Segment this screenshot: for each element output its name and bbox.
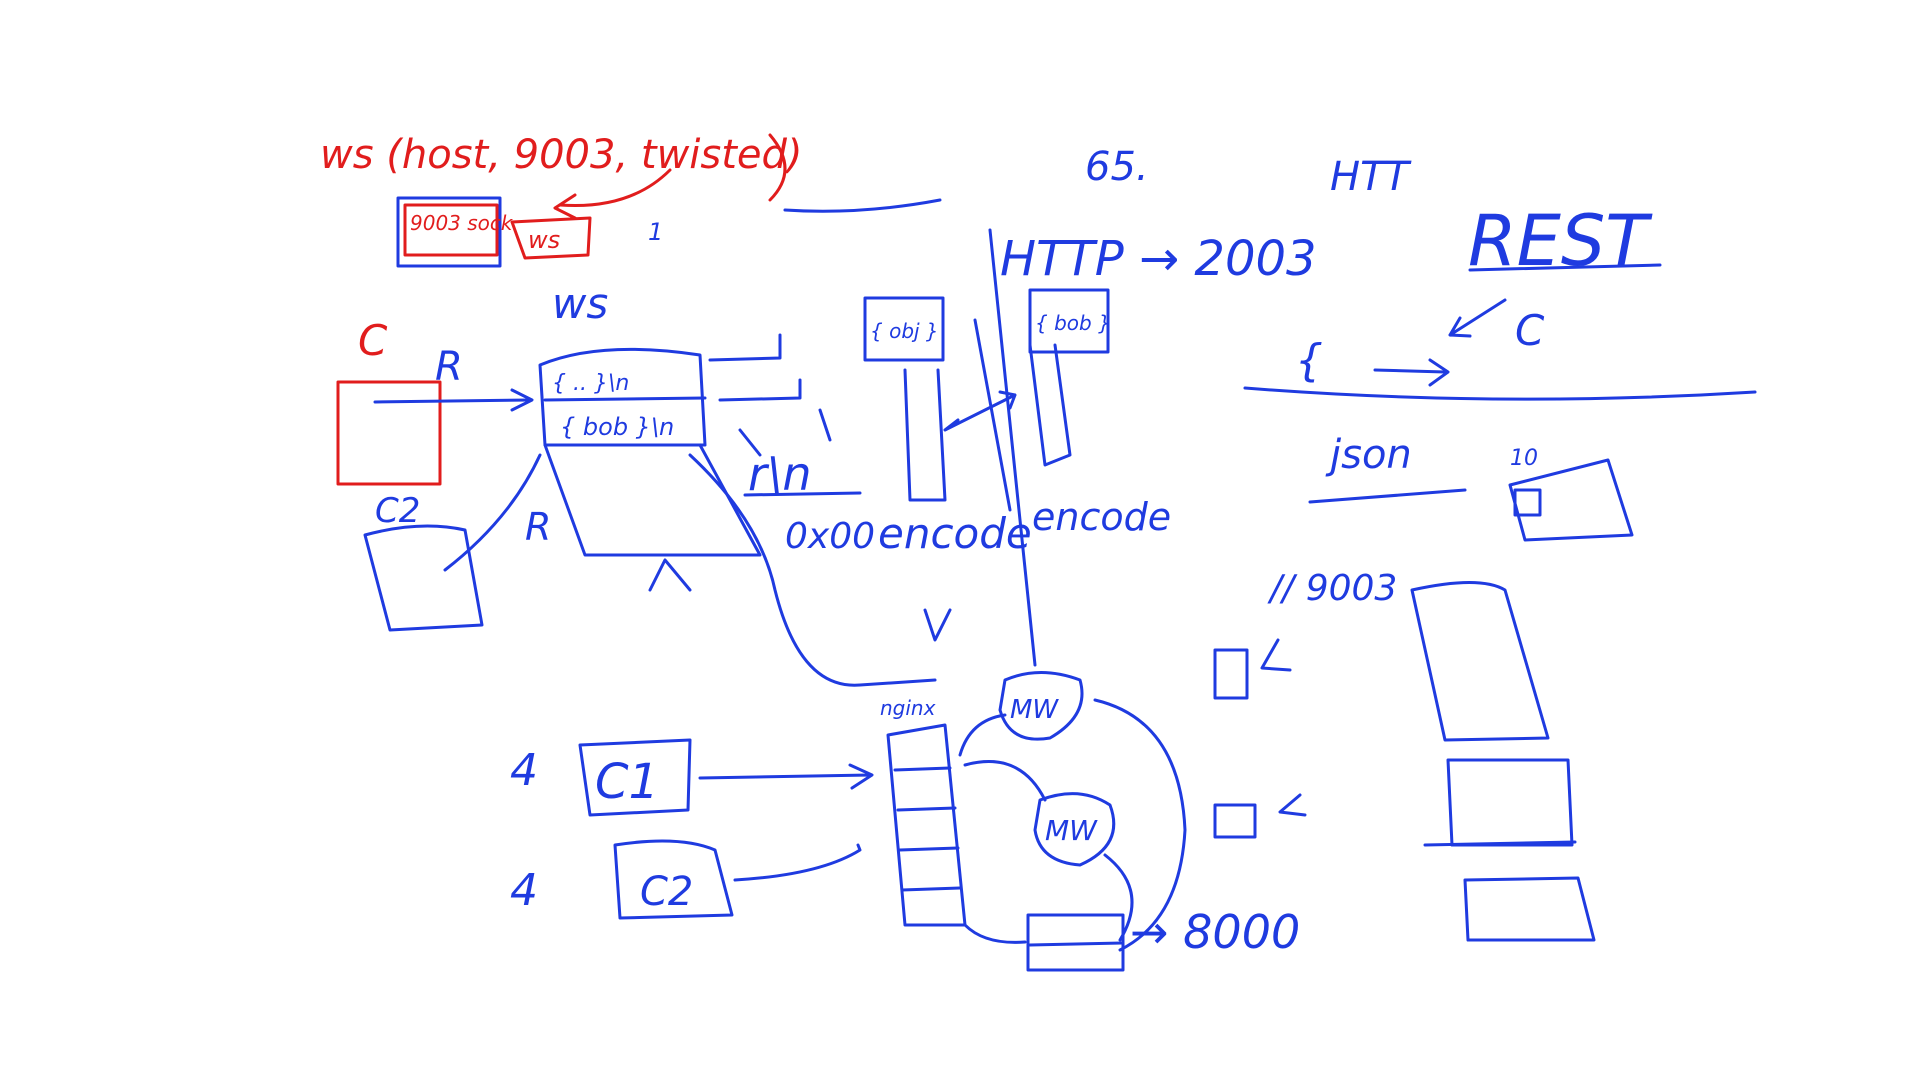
one-label: 1 xyxy=(648,218,663,246)
json-underline xyxy=(1308,488,1467,504)
ten-box xyxy=(1508,458,1634,542)
c2-left-box xyxy=(363,524,484,632)
nginx-to-mw-curves xyxy=(958,713,1047,802)
server-arrow-2 xyxy=(1278,793,1307,817)
c2-to-nginx-arrow xyxy=(733,843,862,882)
ten-box-icon xyxy=(1513,488,1542,517)
ws-call-close-paren xyxy=(768,133,787,202)
brace-arrow xyxy=(1373,358,1450,387)
client-to-frame-arrowhead xyxy=(510,388,534,412)
frame-body-line: { bob }\n xyxy=(560,413,674,441)
nginx-to-app-arrow xyxy=(963,923,1027,944)
c2-label: C2 xyxy=(640,869,693,915)
rn-underline xyxy=(743,491,862,497)
port-8000-label: → 8000 xyxy=(1130,905,1300,959)
htt-label: HTT xyxy=(1330,154,1413,200)
r-top-label: R xyxy=(435,344,463,390)
client-to-frame-arrow xyxy=(373,398,532,404)
mw-bubble-1 xyxy=(998,671,1084,741)
frame-header-line: { .. }\n xyxy=(552,371,629,396)
stack-middle-box xyxy=(1446,758,1574,847)
c1-label: C1 xyxy=(595,754,659,810)
http-line-label: HTTP → 2003 xyxy=(1000,231,1317,287)
client-red-box xyxy=(336,380,442,486)
c1-box xyxy=(578,738,692,817)
server-icon-1 xyxy=(1213,648,1249,700)
server-icon-2 xyxy=(1213,803,1257,839)
app-server-divider xyxy=(1028,941,1124,947)
bob-column xyxy=(1028,343,1072,467)
brace-label: { xyxy=(1295,335,1323,386)
rest-underline xyxy=(1468,263,1662,272)
encode-down-arrow xyxy=(923,608,952,642)
port-box-outline xyxy=(396,196,502,268)
four-b-label: 4 xyxy=(510,865,538,916)
stack-bottom-box xyxy=(1463,876,1596,942)
sixtyfive-label: 65. xyxy=(1085,144,1149,190)
frame-body xyxy=(543,443,762,557)
bob-box-label: { bob } xyxy=(1035,311,1111,335)
frame-arrow-2 xyxy=(718,378,802,402)
four-a-label: 4 xyxy=(510,745,538,796)
c2-box xyxy=(613,839,734,920)
obj-box xyxy=(863,296,945,362)
obj-box-label: { obj } xyxy=(870,319,939,343)
mw-label-2: MW xyxy=(1045,814,1098,847)
mw-bubble-2 xyxy=(1033,792,1116,867)
c-right-label: C xyxy=(1515,306,1545,355)
stack-top-box xyxy=(1410,581,1550,742)
divider-line-1 xyxy=(988,228,1037,667)
frame-up-arrow xyxy=(648,558,692,592)
ws-call-label: ws (host, 9003, twisted) xyxy=(320,132,803,178)
frame-arrow-3 xyxy=(738,408,832,457)
frame-row-divider xyxy=(543,396,707,402)
c2-left-label: C2 xyxy=(375,491,420,531)
bob-box xyxy=(1028,288,1110,354)
c1-to-nginx-arrow xyxy=(698,763,874,790)
json-label: json xyxy=(1325,432,1412,478)
mw-label-1: MW xyxy=(1010,695,1059,725)
server-arrow-1 xyxy=(1260,638,1292,672)
port-box-label: 9003 sock xyxy=(410,211,514,235)
encode-label-1: encode xyxy=(878,509,1032,558)
encode-label-2: encode xyxy=(1032,495,1171,539)
mw-return-curve xyxy=(1093,698,1187,952)
divider-line-2 xyxy=(973,318,1012,512)
frame-to-nginx-curve xyxy=(688,453,937,687)
ws-title: ws xyxy=(552,279,608,328)
twisted-underline xyxy=(783,198,942,213)
frame-header-rows xyxy=(538,347,707,447)
ws-box xyxy=(510,216,592,260)
obj-bob-double-arrow xyxy=(943,390,1017,432)
r-bottom-label: R xyxy=(525,505,551,549)
obj-column xyxy=(903,368,947,502)
c-right-arrow xyxy=(1448,298,1507,338)
nginx-stack xyxy=(886,723,967,927)
nginx-label: nginx xyxy=(880,696,936,720)
port-box xyxy=(403,203,499,257)
stack-middle-base xyxy=(1423,840,1577,847)
frame-arrow-1 xyxy=(708,333,782,362)
rest-divider-line xyxy=(1243,386,1757,401)
client-red-label: C xyxy=(358,316,388,365)
ws-call-arrow xyxy=(558,168,672,208)
ws-box-label: ws xyxy=(528,226,560,254)
c2-to-frame-arrow xyxy=(443,453,542,572)
rn-label: r\n xyxy=(748,447,812,501)
nginx-stack-rows xyxy=(893,766,962,892)
ws-call-arrowhead xyxy=(553,193,577,220)
mw2-to-app-curve xyxy=(1103,853,1134,942)
port-9003-label: // 9003 xyxy=(1267,568,1397,609)
hex-label: 0x00 xyxy=(785,516,875,557)
ten-label: 10 xyxy=(1510,446,1538,471)
